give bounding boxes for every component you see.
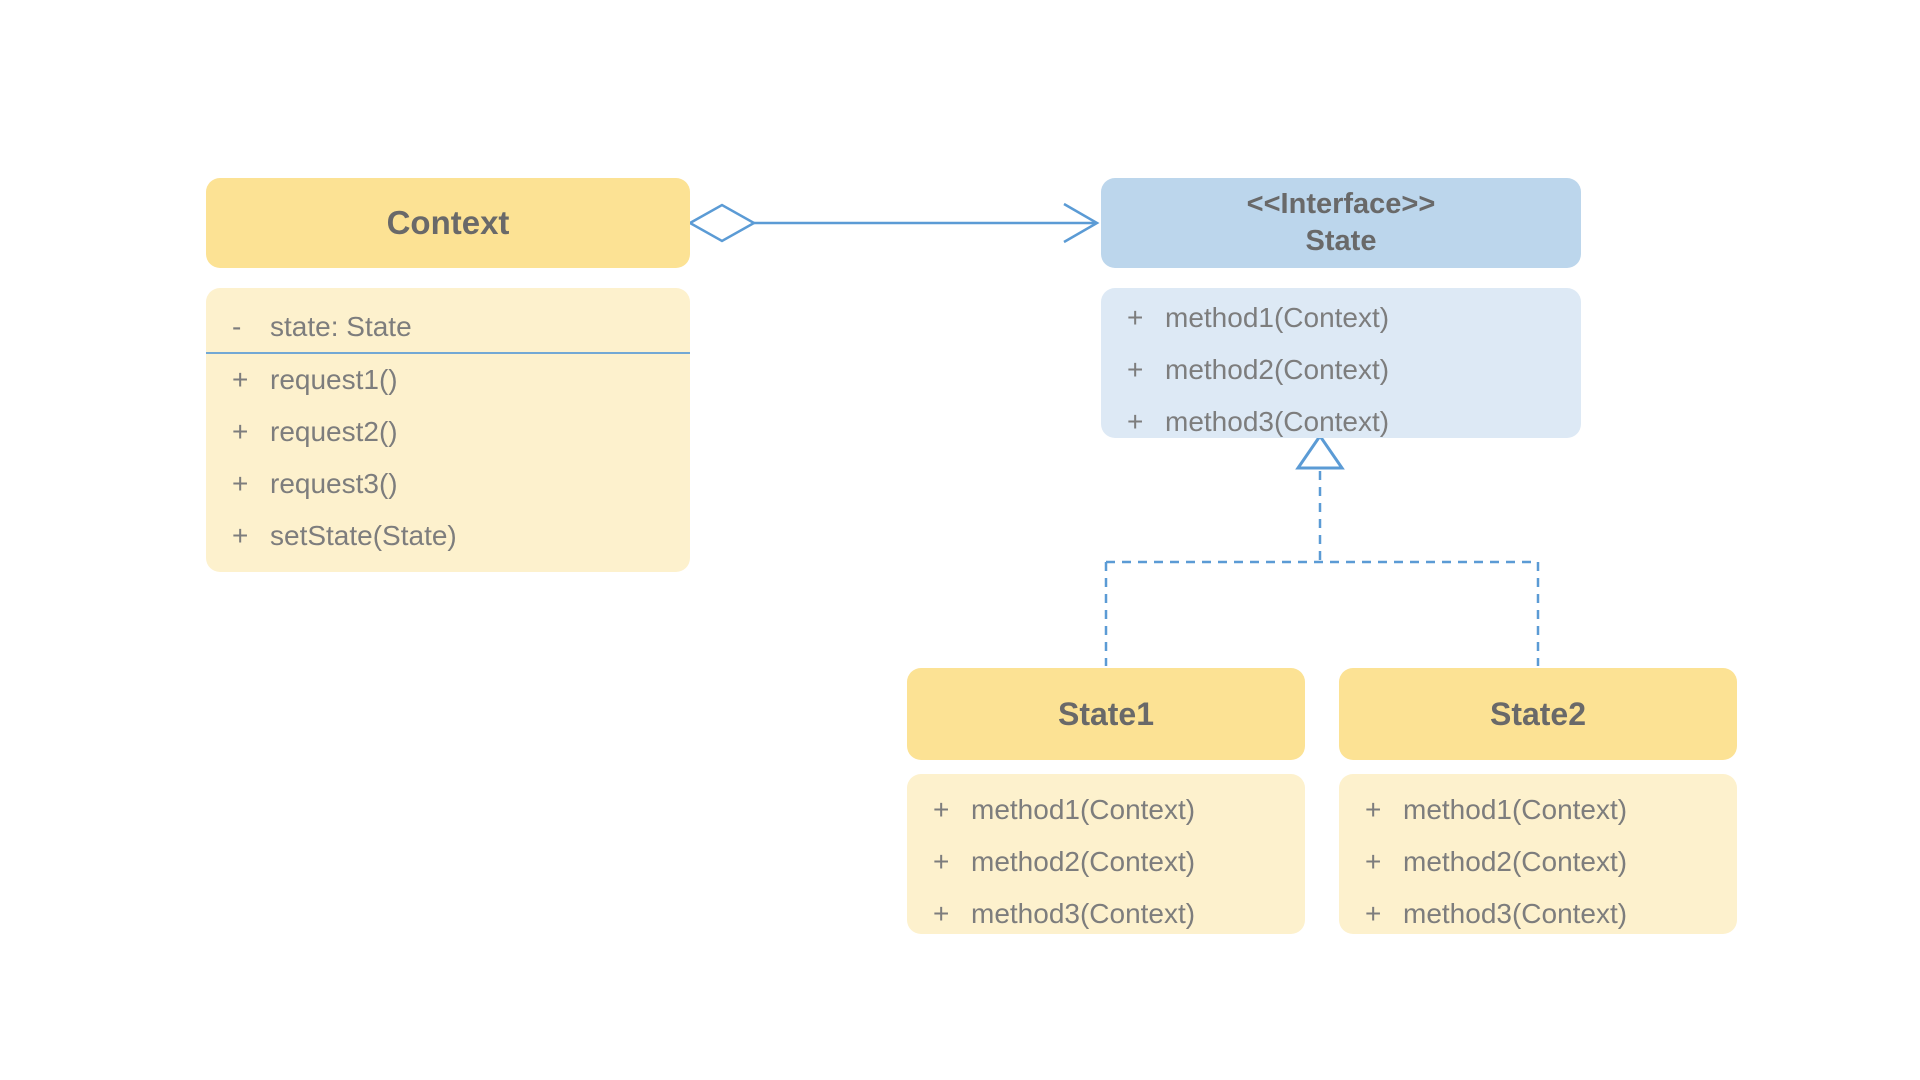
method-text: request2() xyxy=(270,416,398,447)
method-row: + method2(Context) xyxy=(1339,836,1737,888)
method-row: + method3(Context) xyxy=(1339,888,1737,940)
visibility-sign: + xyxy=(1365,794,1382,825)
method-row: + method2(Context) xyxy=(907,836,1305,888)
visibility-sign: + xyxy=(933,898,950,929)
class-name-state-interface: State xyxy=(1305,225,1377,257)
visibility-sign: + xyxy=(1365,898,1382,929)
class-header-context: Context xyxy=(206,178,690,268)
method-row: + method1(Context) xyxy=(1101,292,1581,344)
method-row: + request3() xyxy=(206,458,690,510)
stereotype-label: <<Interface>> xyxy=(1246,188,1436,220)
class-body-context: - state: State + request1() + request2()… xyxy=(206,288,690,572)
method-row: + request1() xyxy=(206,354,690,406)
method-text: method3(Context) xyxy=(971,898,1196,929)
class-name-state2: State2 xyxy=(1489,695,1587,732)
method-row: + method1(Context) xyxy=(1339,784,1737,836)
visibility-sign: + xyxy=(1127,406,1144,437)
class-header-state-interface: <<Interface>> State xyxy=(1101,178,1581,268)
method-text: method2(Context) xyxy=(1403,846,1628,877)
class-body-state1: + method1(Context) + method2(Context) + … xyxy=(907,774,1305,934)
visibility-sign: + xyxy=(1365,846,1382,877)
method-row: + request2() xyxy=(206,406,690,458)
visibility-sign: + xyxy=(232,416,249,447)
method-text: request3() xyxy=(270,468,398,499)
method-text: method3(Context) xyxy=(1403,898,1628,929)
method-row: + method1(Context) xyxy=(907,784,1305,836)
method-text: method2(Context) xyxy=(1165,354,1390,385)
method-text: method2(Context) xyxy=(971,846,1196,877)
visibility-sign: + xyxy=(1127,302,1144,333)
method-row: + method3(Context) xyxy=(907,888,1305,940)
attribute-text: state: State xyxy=(270,311,412,342)
visibility-sign: - xyxy=(232,311,242,342)
method-row: + method3(Context) xyxy=(1101,396,1581,448)
method-row: + setState(State) xyxy=(206,510,690,562)
method-text: method3(Context) xyxy=(1165,406,1390,437)
visibility-sign: + xyxy=(232,468,249,499)
method-text: method1(Context) xyxy=(1403,794,1628,825)
visibility-sign: + xyxy=(232,364,249,395)
visibility-sign: + xyxy=(232,520,249,551)
visibility-sign: + xyxy=(933,846,950,877)
visibility-sign: + xyxy=(933,794,950,825)
aggregation-diamond xyxy=(687,203,757,243)
member-separator xyxy=(206,352,690,354)
open-arrowhead-icon xyxy=(1063,202,1100,244)
class-body-state2: + method1(Context) + method2(Context) + … xyxy=(1339,774,1737,934)
class-body-state-interface: + method1(Context) + method2(Context) + … xyxy=(1101,288,1581,438)
attribute-row: - state: State xyxy=(206,302,690,352)
method-row: + method2(Context) xyxy=(1101,344,1581,396)
method-text: request1() xyxy=(270,364,398,395)
realization-triangle-icon xyxy=(1295,433,1345,470)
method-text: method1(Context) xyxy=(971,794,1196,825)
visibility-sign: + xyxy=(1127,354,1144,385)
class-name-state1: State1 xyxy=(1057,695,1155,732)
class-name-context: Context xyxy=(386,204,510,241)
method-text: method1(Context) xyxy=(1165,302,1390,333)
class-header-state2: State2 xyxy=(1339,668,1737,760)
method-text: setState(State) xyxy=(270,520,457,551)
class-header-state1: State1 xyxy=(907,668,1305,760)
